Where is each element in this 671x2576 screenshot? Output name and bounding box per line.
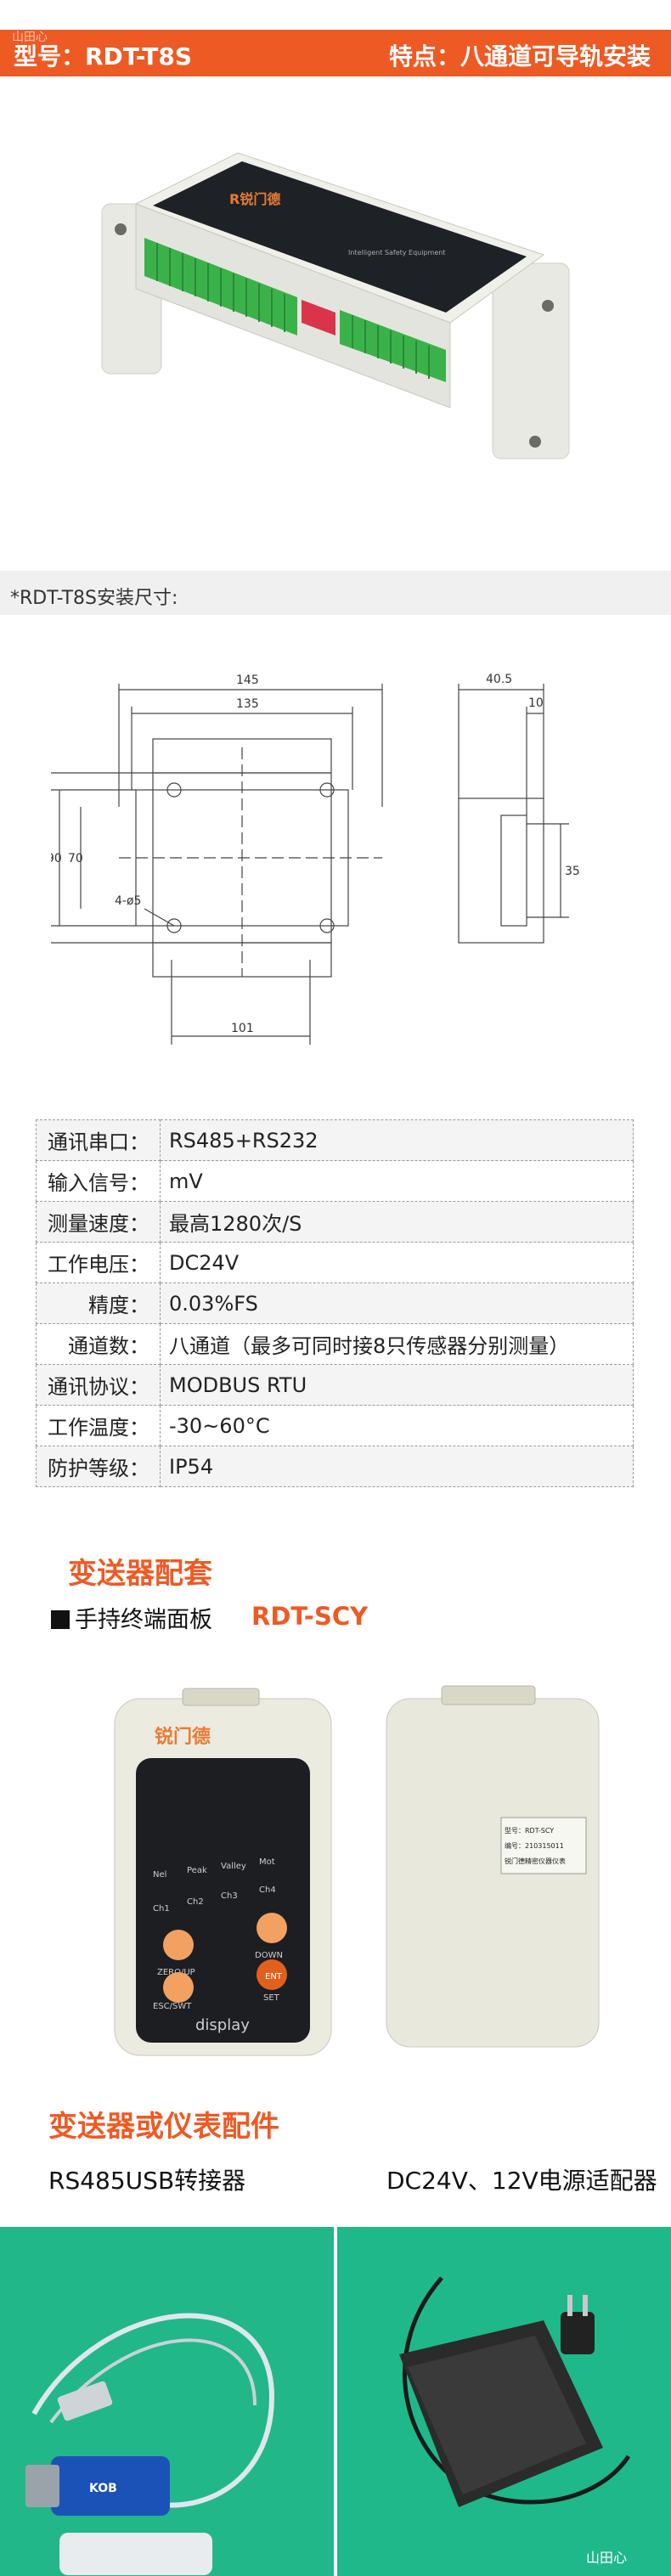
panel-logo: 锐门德 [155,1726,211,1748]
svg-text:Ch1: Ch1 [153,1904,170,1914]
spec-table: 通讯串口：RS485+RS232 输入信号：mV 测量速度：最高1280次/S … [36,1119,634,1487]
dimension-drawing: 145 135 101 107 90 70 4-ø5 40.5 10 35 [51,673,580,1045]
kob-label: KOB [89,2482,117,2495]
svg-text:Valley: Valley [221,1862,246,1871]
svg-text:Ch3: Ch3 [221,1891,238,1901]
section-title-kit: 变送器配套 [68,1557,212,1591]
table-row: 测量速度：最高1280次/S [36,1201,634,1243]
table-row: 输入信号：mV [36,1160,634,1202]
dim-145: 145 [236,674,259,687]
device-small-label: Intelligent Safety Equipment [348,249,445,256]
square-bullet-icon [51,1610,70,1629]
section-title-accessories: 变送器或仪表配件 [48,2110,279,2144]
dim-135: 135 [236,697,259,711]
down-button [257,1913,287,1943]
usb-adapter-label: RS485USB转接器 [48,2167,246,2195]
back-label-maker: 锐门德精密仪器仪表 [505,1857,566,1865]
handheld-label: 手持终端面板 [51,1601,212,1634]
usb-converter-photo: KOB [25,2313,275,2575]
table-row: 工作电压：DC24V [36,1242,634,1283]
dimension-header: *RDT-T8S安装尺寸: [0,571,671,615]
watermark-bottom: 山田心 [586,2550,627,2566]
dim-70: 70 [68,852,83,865]
accessory-photos: KOB 山田心 [0,2227,671,2576]
svg-text:ESC/SWT: ESC/SWT [153,2002,192,2011]
table-row: 精度：0.03%FS [36,1282,634,1324]
scy-model: RDT-SCY [251,1602,369,1631]
dim-90: 90 [51,852,62,865]
display-text: display [195,2016,250,2034]
ent-button [257,1959,287,1990]
table-row: 工作温度：-30~60°C [36,1405,634,1446]
title-banner: 山田心 型号：RDT-T8S 特点：八通道可导轨安装 [0,30,671,76]
model-title: 型号：RDT-T8S [14,42,193,70]
svg-text:Mot: Mot [259,1857,275,1867]
table-row: 通讯协议：MODBUS RTU [36,1364,634,1406]
dip-switch [302,300,336,335]
svg-text:ENT: ENT [265,1972,283,1981]
svg-text:Ch4: Ch4 [259,1885,276,1895]
table-row: 通道数：八通道（最多可同时接8只传感器分别测量） [36,1323,634,1365]
svg-text:SET: SET [263,1993,280,2003]
up-button [163,1930,194,1960]
device-logo: R锐门德 [229,191,280,207]
back-label-model: 型号：RDT-SCY [505,1827,554,1835]
handheld-panels-photo: 锐门德 Nel Peak Valley Mot Ch1 Ch2 Ch3 Ch4 … [114,1685,600,2056]
watermark: 山田心 [12,31,48,44]
product-photo: R锐门德 Intelligent Safety Equipment [101,152,570,459]
svg-text:DOWN: DOWN [255,1951,283,1960]
back-label-serial: 编号：210315011 [505,1841,564,1850]
dim-10: 10 [528,696,544,710]
dim-hole: 4-ø5 [115,894,141,908]
table-row: 防护等级：IP54 [36,1446,634,1487]
dim-101: 101 [231,1022,254,1035]
dim-35: 35 [565,865,580,878]
power-adapter-label: DC24V、12V电源适配器 [386,2167,657,2195]
esc-button [163,1972,194,2003]
table-row: 通讯串口：RS485+RS232 [36,1119,634,1161]
terminal-block-right [340,310,446,382]
svg-text:Peak: Peak [187,1866,207,1875]
power-adapter-photo: 山田心 [399,2276,631,2566]
svg-text:Ch2: Ch2 [187,1897,204,1907]
feature-title: 特点：八通道可导轨安装 [388,42,651,70]
dim-40-5: 40.5 [486,673,512,686]
svg-text:Nel: Nel [153,1870,166,1880]
